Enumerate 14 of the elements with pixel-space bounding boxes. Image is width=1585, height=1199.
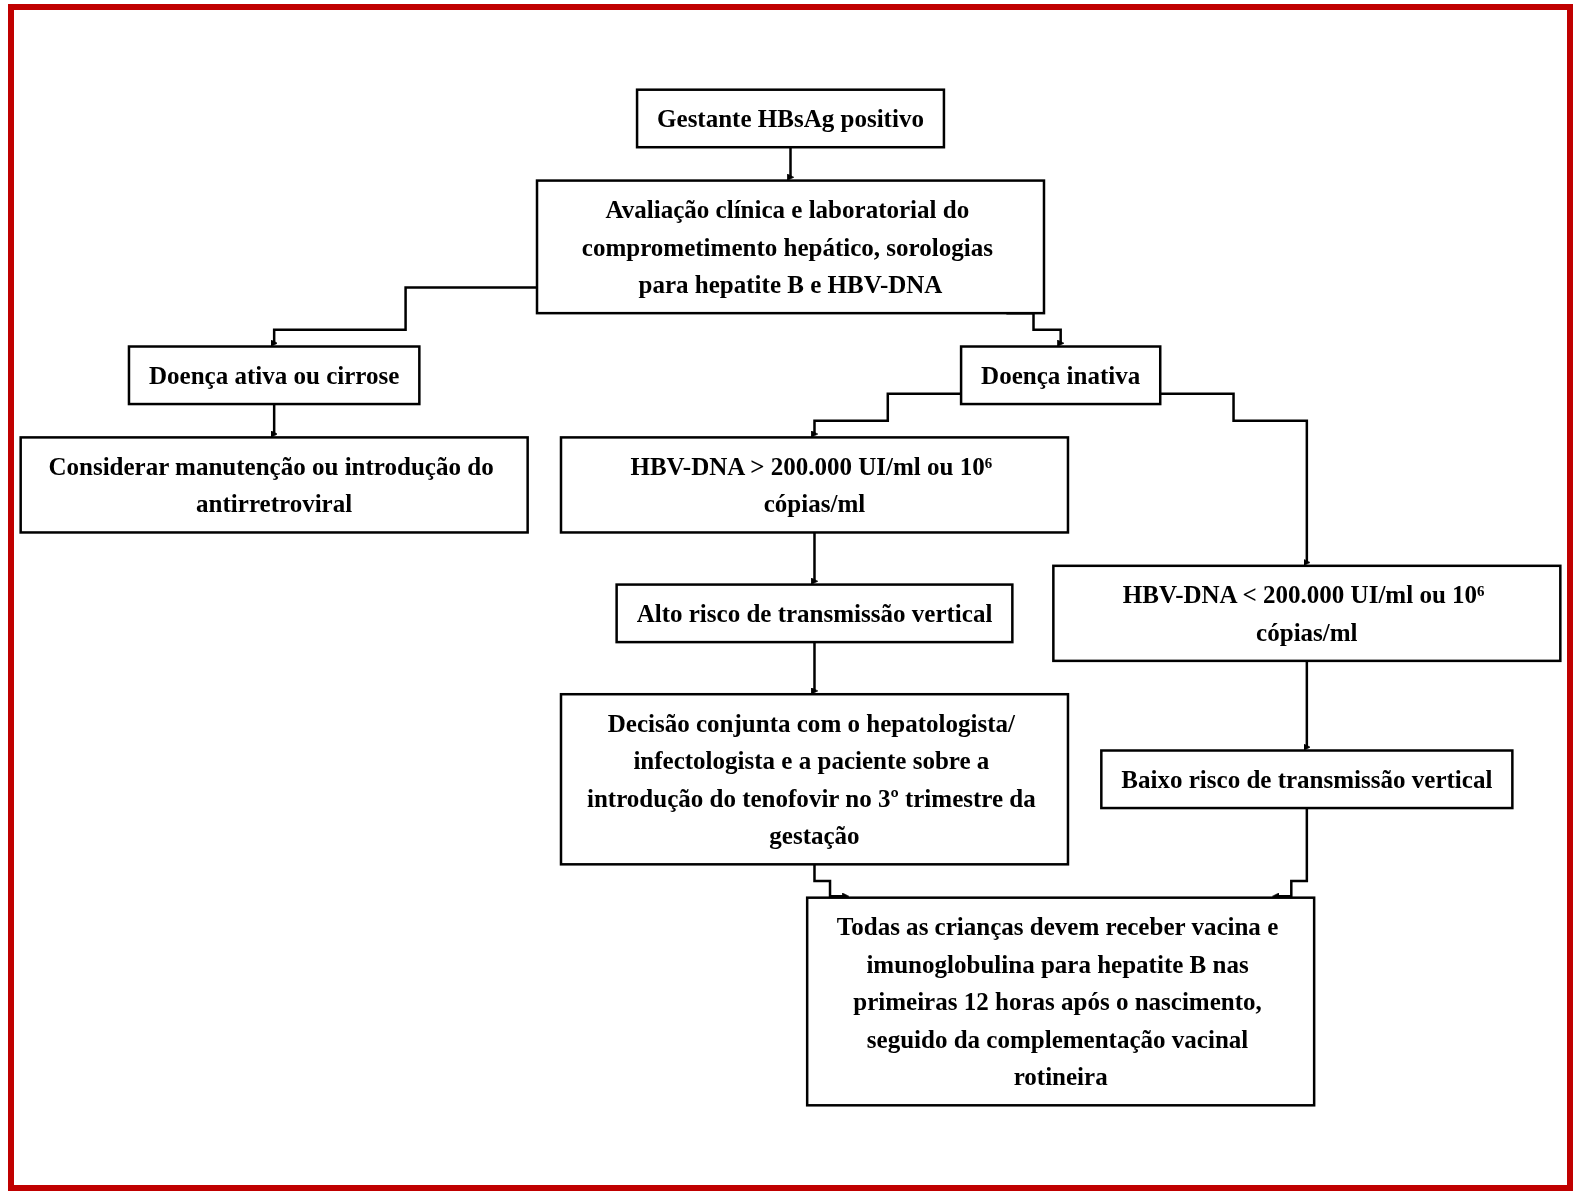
node-box [19, 436, 529, 534]
node-box [635, 88, 946, 149]
node-box [1100, 749, 1514, 810]
arrow [270, 286, 537, 347]
node-box [559, 436, 1070, 534]
node-box [535, 179, 1046, 315]
node-box [615, 583, 1014, 644]
page-border: Gestante HBsAg positivo Avaliação clínica e laboratorial do comprometimento hepático, sorologias para hepatite B e HBV-DNA Doença ativa ou cirrose Doença inativa Considerar manutenção ou introdução do antirretroviral HBV-DNA > 200.000 UI/ml ou 10⁶ cópias/ml HBV-DNA < 200.000 UI/ml ou 10⁶ cópias/ml Alto risco de transmissão vertical Baixo risco de transmissão vertical Decisão conjunta com o hepatologista/ infectologista e a paciente sobre a introdução do tenofovir no 3º trimestre da gestação Todas as crianças devem receber vacina e imunoglobulina para hepatite B nas primeiras 12 horas após o nascimento, seguido da complementação vacinal rotineira [8, 4, 1573, 1191]
node-box [959, 345, 1162, 406]
node-box [1052, 564, 1562, 663]
node-box [127, 345, 421, 406]
node-box [559, 693, 1070, 866]
arrow [810, 392, 962, 438]
node-box [805, 896, 1316, 1107]
